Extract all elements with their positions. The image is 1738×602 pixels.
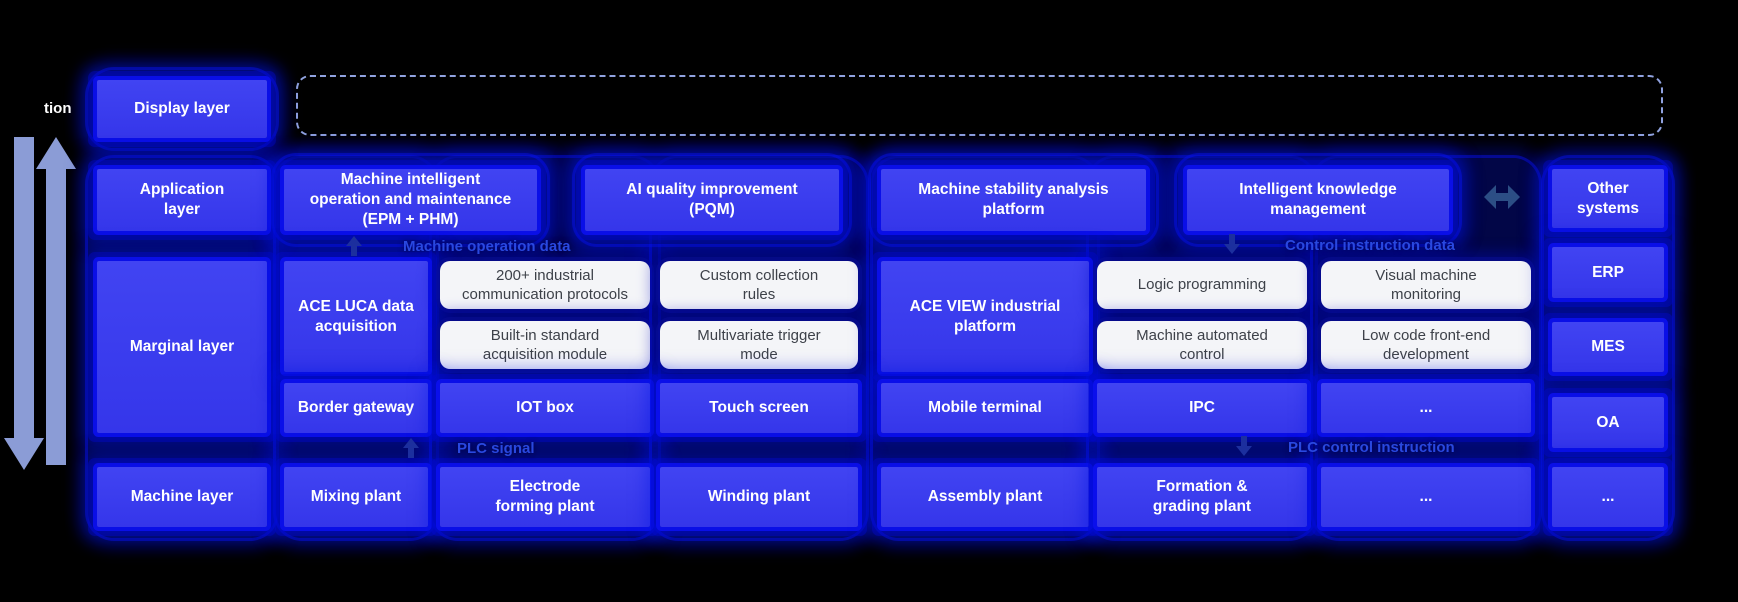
box-electrode-forming-plant: Electrode forming plant	[440, 467, 650, 527]
box-devices-ellipsis: ...	[1321, 383, 1531, 433]
box-mes: MES	[1552, 322, 1664, 372]
box-intelligent-knowledge-management: Intelligent knowledge management	[1187, 169, 1449, 231]
box-display-layer: Display layer	[97, 80, 267, 138]
box-machine-intelligent-operation: Machine intelligent operation and mainte…	[284, 169, 537, 231]
box-low-code-frontend-development: Low code front-end development	[1321, 321, 1531, 369]
label-plc-signal: PLC signal	[457, 440, 535, 457]
box-machine-layer: Machine layer	[97, 467, 267, 527]
box-marginal-layer: Marginal layer	[97, 261, 267, 433]
box-multivariate-trigger-mode: Multivariate trigger mode	[660, 321, 858, 369]
box-industrial-communication-protocols: 200+ industrial communication protocols	[440, 261, 650, 309]
label-machine-operation-data: Machine operation data	[403, 238, 571, 255]
box-erp: ERP	[1552, 247, 1664, 298]
box-mixing-plant: Mixing plant	[284, 467, 428, 527]
box-ipc: IPC	[1097, 383, 1307, 433]
box-logic-programming: Logic programming	[1097, 261, 1307, 309]
dashed-outline-rect	[296, 75, 1663, 136]
box-ace-view-industrial-platform: ACE VIEW industrial platform	[881, 261, 1089, 372]
box-machine-stability-analysis: Machine stability analysis platform	[881, 169, 1146, 231]
box-oa: OA	[1552, 397, 1664, 448]
box-ace-luca-data-acquisition: ACE LUCA data acquisition	[284, 261, 428, 372]
box-machine-ellipsis: ...	[1321, 467, 1531, 527]
box-right-ellipsis: ...	[1552, 467, 1664, 527]
box-formation-grading-plant: Formation & grading plant	[1097, 467, 1307, 527]
box-assembly-plant: Assembly plant	[881, 467, 1089, 527]
box-application-layer: Application layer	[97, 169, 267, 231]
label-control-instruction-data: Control instruction data	[1285, 237, 1455, 254]
label-plc-control-instruction: PLC control instruction	[1288, 439, 1455, 456]
box-custom-collection-rules: Custom collection rules	[660, 261, 858, 309]
box-touch-screen: Touch screen	[660, 383, 858, 433]
box-ai-quality-improvement: AI quality improvement (PQM)	[585, 169, 839, 231]
box-builtin-standard-acquisition-module: Built-in standard acquisition module	[440, 321, 650, 369]
bidirectional-arrow-icon	[1484, 185, 1520, 209]
box-visual-machine-monitoring: Visual machine monitoring	[1321, 261, 1531, 309]
box-machine-automated-control: Machine automated control	[1097, 321, 1307, 369]
box-other-systems: Other systems	[1552, 169, 1664, 228]
box-border-gateway: Border gateway	[284, 383, 428, 433]
box-winding-plant: Winding plant	[660, 467, 858, 527]
box-mobile-terminal: Mobile terminal	[881, 383, 1089, 433]
partial-left-label: tion	[44, 100, 72, 117]
box-iot-box: IOT box	[440, 383, 650, 433]
